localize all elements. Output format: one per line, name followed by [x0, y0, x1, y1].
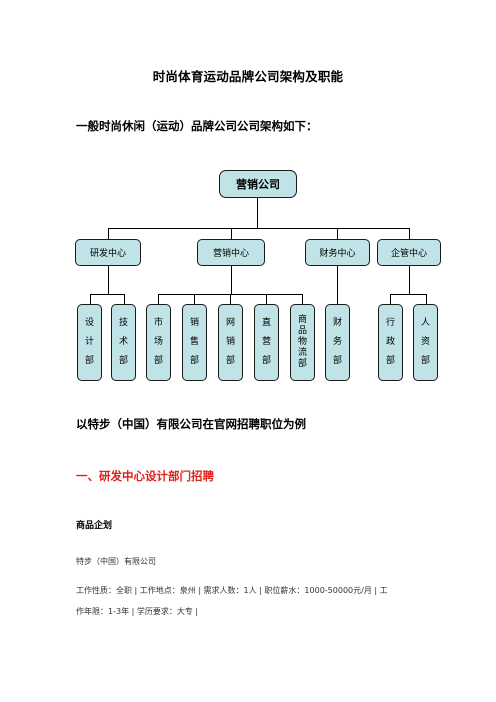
- dept-char: 部: [385, 356, 395, 366]
- dept-online: 网 销 部: [218, 304, 243, 381]
- connector: [230, 294, 232, 304]
- dept-char: 部: [153, 356, 163, 366]
- center-marketing: 营销中心: [197, 239, 265, 266]
- dept-char: 场: [153, 337, 163, 347]
- dept-char: 部: [225, 356, 235, 366]
- dept-char: 流: [297, 348, 307, 358]
- org-root-box: 营销公司: [219, 170, 297, 198]
- dept-char: 部: [189, 356, 199, 366]
- connector: [302, 294, 304, 304]
- center-rd: 研发中心: [75, 239, 141, 266]
- dept-char: 部: [261, 356, 271, 366]
- connector: [108, 228, 110, 239]
- dept-char: 直: [261, 318, 271, 328]
- dept-char: 务: [332, 337, 342, 347]
- connector: [194, 294, 196, 304]
- center-finance: 财务中心: [305, 239, 370, 266]
- dept-direct: 直 营 部: [254, 304, 279, 381]
- dept-market: 市 场 部: [146, 304, 171, 381]
- dept-sales: 销 售 部: [182, 304, 207, 381]
- connector: [390, 294, 426, 296]
- dept-char: 销: [189, 318, 199, 328]
- connector: [90, 294, 92, 304]
- dept-char: 技: [118, 318, 128, 328]
- dept-char: 部: [420, 356, 430, 366]
- connector: [409, 228, 411, 239]
- dept-char: 售: [189, 337, 199, 347]
- section-heading: 一、研发中心设计部门招聘: [76, 469, 214, 483]
- job-details-line: 工作性质：全职 | 工作地点：泉州 | 需求人数：1人 | 职位薪水：1000-…: [76, 586, 388, 595]
- company-name: 特步（中国）有限公司: [76, 557, 156, 566]
- dept-char: 术: [118, 337, 128, 347]
- dept-finance: 财 务 部: [325, 304, 350, 381]
- dept-char: 行: [385, 318, 395, 328]
- connector: [90, 294, 124, 296]
- example-heading: 以特步（中国）有限公司在官网招聘职位为例: [76, 417, 306, 431]
- dept-char: 销: [225, 337, 235, 347]
- connector: [390, 294, 392, 304]
- dept-char: 部: [332, 356, 342, 366]
- dept-char: 人: [420, 318, 430, 328]
- dept-design: 设 计 部: [77, 304, 102, 381]
- dept-hr: 人 资 部: [413, 304, 438, 381]
- center-management: 企管中心: [377, 239, 441, 266]
- dept-char: 物: [297, 337, 307, 347]
- dept-char: 网: [225, 318, 235, 328]
- dept-char: 部: [84, 356, 94, 366]
- connector: [409, 266, 411, 294]
- dept-char: 商: [297, 315, 307, 325]
- connector: [257, 198, 259, 228]
- dept-logistics: 商 品 物 流 部: [290, 304, 315, 381]
- connector: [158, 294, 160, 304]
- connector: [124, 294, 126, 304]
- connector: [231, 266, 233, 294]
- dept-char: 市: [153, 318, 163, 328]
- dept-char: 设: [84, 318, 94, 328]
- dept-tech: 技 术 部: [111, 304, 136, 381]
- connector: [426, 294, 428, 304]
- job-details-line: 作年限：1-3年 | 学历要求：大专 |: [76, 607, 199, 616]
- document-title: 时尚体育运动品牌公司架构及职能: [152, 69, 344, 84]
- intro-text: 一般时尚休闲（运动）品牌公司公司架构如下：: [76, 119, 318, 133]
- connector: [108, 266, 110, 294]
- connector: [337, 266, 339, 304]
- connector: [231, 228, 233, 239]
- connector: [337, 228, 339, 239]
- dept-admin: 行 政 部: [378, 304, 403, 381]
- dept-char: 资: [420, 337, 430, 347]
- dept-char: 部: [297, 359, 307, 369]
- connector: [108, 228, 409, 230]
- dept-char: 财: [332, 318, 342, 328]
- dept-char: 部: [118, 356, 128, 366]
- dept-char: 计: [84, 337, 94, 347]
- job-details: 工作性质：全职 | 工作地点：泉州 | 需求人数：1人 | 职位薪水：1000-…: [76, 580, 426, 622]
- connector: [266, 294, 268, 304]
- dept-char: 品: [297, 326, 307, 336]
- job-title: 商品企划: [76, 521, 113, 531]
- dept-char: 政: [385, 337, 395, 347]
- dept-char: 营: [261, 337, 271, 347]
